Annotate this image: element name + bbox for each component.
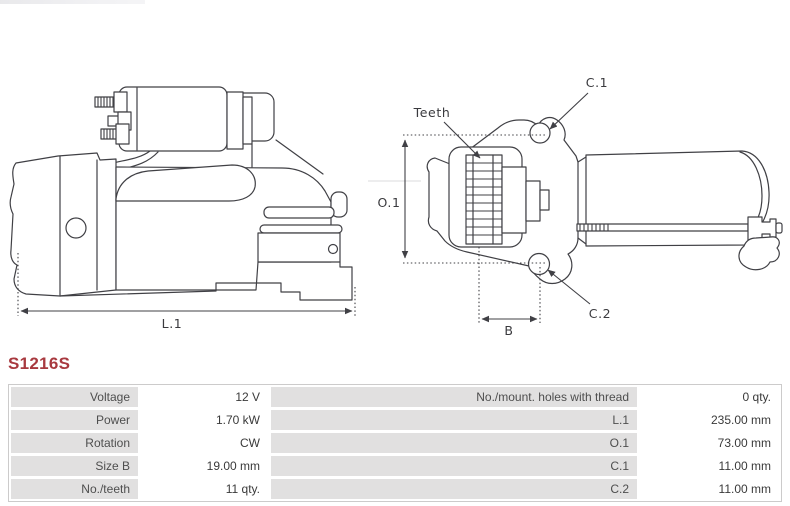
spec-value-size-b: 19.00 mm: [141, 456, 268, 476]
dim-label-teeth: Teeth: [413, 105, 451, 120]
spec-table: Voltage 12 V No./mount. holes with threa…: [8, 384, 782, 502]
spec-label-size-b: Size B: [11, 456, 138, 476]
spec-value-l1: 235.00 mm: [640, 410, 779, 430]
mount-hole-c1: [529, 122, 551, 144]
dim-l1: L.1: [17, 253, 356, 331]
spec-value-c2: 11.00 mm: [640, 479, 779, 499]
solenoid-terminals: [94, 91, 132, 145]
spec-label-l1: L.1: [271, 410, 637, 430]
dim-label-o1: O.1: [377, 195, 400, 210]
spec-value-rotation: CW: [141, 433, 268, 453]
pinion-gear: [465, 154, 503, 245]
housing-hole: [65, 217, 87, 239]
spec-value-voltage: 12 V: [141, 387, 268, 407]
dim-label-c1: C.1: [586, 75, 608, 90]
spec-label-power: Power: [11, 410, 138, 430]
spec-label-rotation: Rotation: [11, 433, 138, 453]
spec-label-no-teeth: No./teeth: [11, 479, 138, 499]
spec-label-mount-holes: No./mount. holes with thread: [271, 387, 637, 407]
spec-value-c1: 11.00 mm: [640, 456, 779, 476]
side-view-drawing: L.1: [9, 86, 356, 331]
dim-label-l1: L.1: [162, 316, 183, 331]
spec-label-c2: C.2: [271, 479, 637, 499]
spec-label-o1: O.1: [271, 433, 637, 453]
dim-o1: O.1: [377, 134, 547, 264]
spec-value-mount-holes: 0 qty.: [640, 387, 779, 407]
spec-label-c1: C.1: [271, 456, 637, 476]
spec-value-o1: 73.00 mm: [640, 433, 779, 453]
dim-b: B: [478, 247, 541, 338]
solenoid: [118, 86, 228, 152]
callout-c2: C.2: [547, 269, 611, 321]
spec-label-voltage: Voltage: [11, 387, 138, 407]
dim-label-c2: C.2: [589, 306, 611, 321]
spec-value-power: 1.70 kW: [141, 410, 268, 430]
motor-body: [576, 150, 783, 271]
rear-end-cap: [330, 191, 348, 218]
starter-motor-diagrams: L.1: [9, 75, 783, 338]
dim-label-b: B: [504, 323, 513, 338]
mount-hole-c2: [527, 252, 551, 276]
front-view-drawing: O.1 B Teeth C.1 C.2: [368, 75, 783, 338]
callout-c1: C.1: [549, 75, 608, 130]
part-number: S1216S: [8, 354, 71, 373]
callout-teeth: Teeth: [413, 105, 481, 159]
spec-value-no-teeth: 11 qty.: [141, 479, 268, 499]
cropped-watermark: [0, 0, 145, 4]
